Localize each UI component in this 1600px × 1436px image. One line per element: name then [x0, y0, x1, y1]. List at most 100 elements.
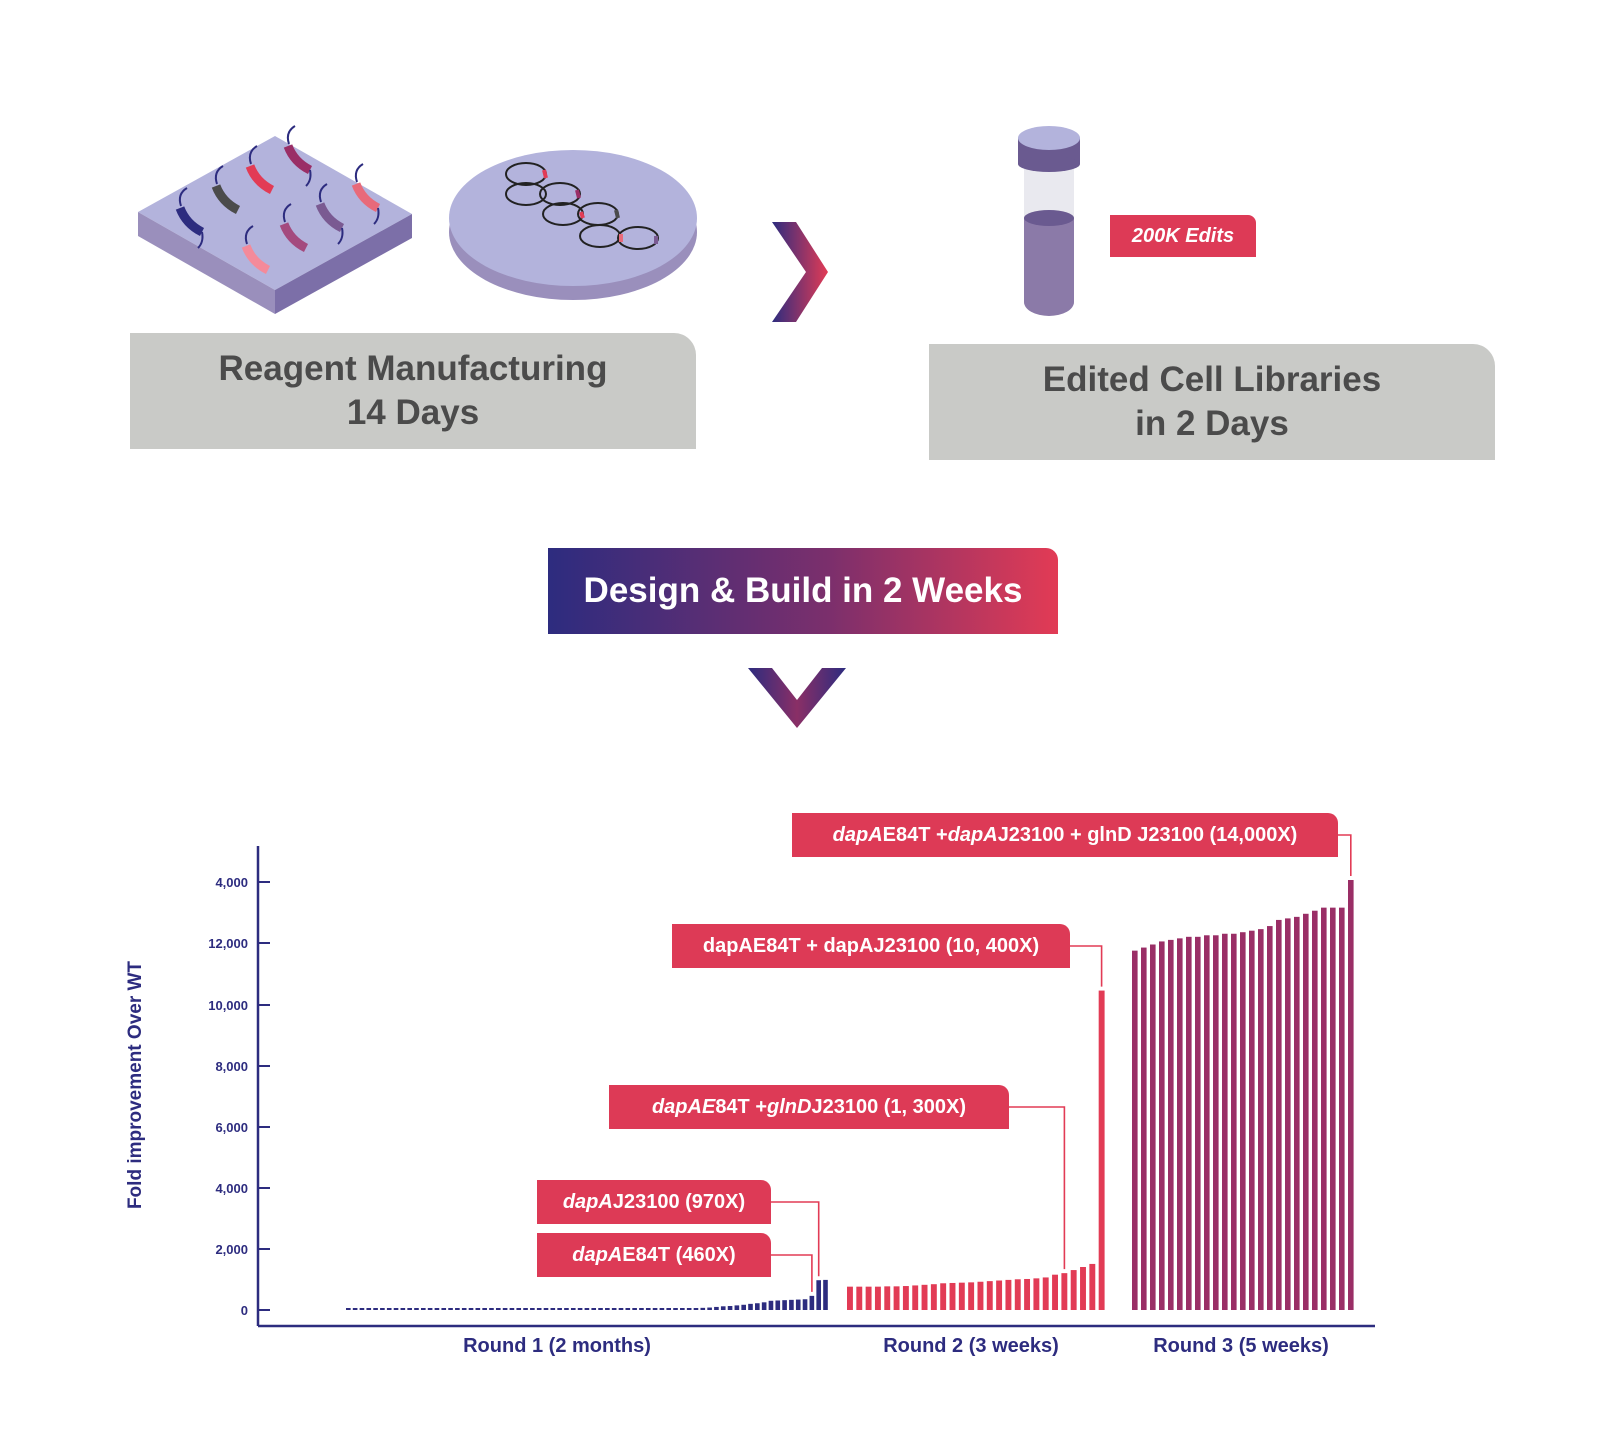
bar [1195, 936, 1201, 1310]
x-group-label: Round 3 (5 weeks) [1153, 1335, 1329, 1357]
bar [1089, 1263, 1096, 1310]
bar [1159, 941, 1165, 1310]
reagent-duration: 14 Days [346, 393, 480, 432]
y-tick-label: 10,000 [208, 998, 248, 1013]
bar [489, 1308, 494, 1310]
bar [482, 1308, 487, 1310]
annotation-text: 84T + [715, 1095, 768, 1118]
bar [1070, 1270, 1077, 1310]
bar [639, 1308, 644, 1310]
annotation-round2-mid: dapAE 84T + glnD J23100 (1, 300X) [609, 1085, 1009, 1129]
bar [1080, 1267, 1086, 1310]
bar [386, 1308, 392, 1310]
annotation-round1-top: dapA J23100 (970X) [537, 1180, 771, 1224]
bar [748, 1303, 753, 1310]
bar [645, 1308, 651, 1310]
annotation-text: E84T (460X) [622, 1243, 736, 1266]
bar [673, 1308, 678, 1310]
edited-cell-libraries-box: Edited Cell Libraries in 2 Days [929, 344, 1495, 460]
bar [427, 1308, 433, 1310]
bar [530, 1308, 535, 1310]
bar [1222, 933, 1228, 1310]
bar [1348, 880, 1354, 1310]
bar [1312, 910, 1318, 1310]
bar [1005, 1279, 1012, 1310]
bar [1258, 929, 1264, 1310]
bar [1033, 1278, 1040, 1310]
annotation-leader-line [1338, 834, 1352, 876]
bar [577, 1308, 583, 1310]
annotation-text: J23100 + glnD J23100 (14,000X) [997, 823, 1298, 846]
bar [1285, 918, 1291, 1310]
bar [1168, 939, 1174, 1310]
bar [495, 1308, 501, 1310]
bar [874, 1286, 881, 1310]
bar [755, 1303, 760, 1310]
bar [775, 1300, 781, 1310]
bar [856, 1286, 863, 1310]
edits-badge: 200K Edits [1110, 215, 1256, 257]
bar [741, 1304, 746, 1310]
bar [680, 1308, 685, 1310]
bar [816, 1280, 821, 1310]
annotation-text: J23100 (970X) [612, 1190, 746, 1213]
bar [809, 1295, 815, 1310]
bar [1052, 1274, 1058, 1310]
bar [693, 1308, 699, 1310]
bar [468, 1308, 474, 1310]
bar [1098, 990, 1105, 1310]
annotation-text: dapA [832, 823, 883, 846]
bar [912, 1285, 919, 1310]
bar [611, 1308, 617, 1310]
bar [1150, 944, 1156, 1310]
bar [380, 1308, 385, 1310]
bar [543, 1308, 549, 1310]
bar [591, 1308, 597, 1310]
annotation-text: J23100 (1, 300X) [811, 1095, 967, 1118]
bar [516, 1308, 522, 1310]
bar [823, 1279, 828, 1310]
bar [502, 1308, 508, 1310]
annotation-text: dapA [947, 823, 998, 846]
bar [795, 1299, 801, 1310]
chevron-right-icon [772, 222, 828, 322]
bar [1294, 916, 1300, 1310]
bar [346, 1308, 351, 1310]
bar [1177, 938, 1183, 1310]
bar [940, 1283, 947, 1310]
bar [930, 1284, 937, 1310]
annotation-text: glnD [767, 1095, 812, 1118]
bar [986, 1281, 993, 1310]
illustration-layer [138, 125, 1080, 728]
bar [921, 1284, 928, 1310]
test-tube-icon [1018, 126, 1080, 316]
y-tick-label: 12,000 [208, 936, 248, 951]
reagent-title: Reagent Manufacturing [218, 349, 608, 388]
bar [414, 1308, 419, 1310]
reagent-manufacturing-box: Reagent Manufacturing 14 Days [130, 333, 696, 449]
annotation-text: dapA [572, 1243, 623, 1266]
bar [366, 1308, 372, 1310]
bar [659, 1308, 665, 1310]
bar [707, 1307, 712, 1310]
bar [1231, 933, 1237, 1310]
edited-title: Edited Cell Libraries [1042, 360, 1382, 399]
bar [1303, 913, 1309, 1310]
bar [434, 1308, 440, 1310]
bar [968, 1282, 975, 1310]
bar [1276, 919, 1282, 1310]
bar [1249, 930, 1255, 1310]
bar [475, 1308, 481, 1310]
bar [625, 1308, 631, 1310]
bar [461, 1308, 467, 1310]
bar [958, 1282, 965, 1310]
bar [847, 1286, 853, 1310]
bar [618, 1308, 624, 1310]
annotation-leader-line [771, 1254, 813, 1292]
bar [1240, 932, 1246, 1310]
bar [700, 1307, 706, 1310]
bar [996, 1280, 1003, 1310]
bar [893, 1286, 900, 1310]
bar [359, 1308, 365, 1310]
